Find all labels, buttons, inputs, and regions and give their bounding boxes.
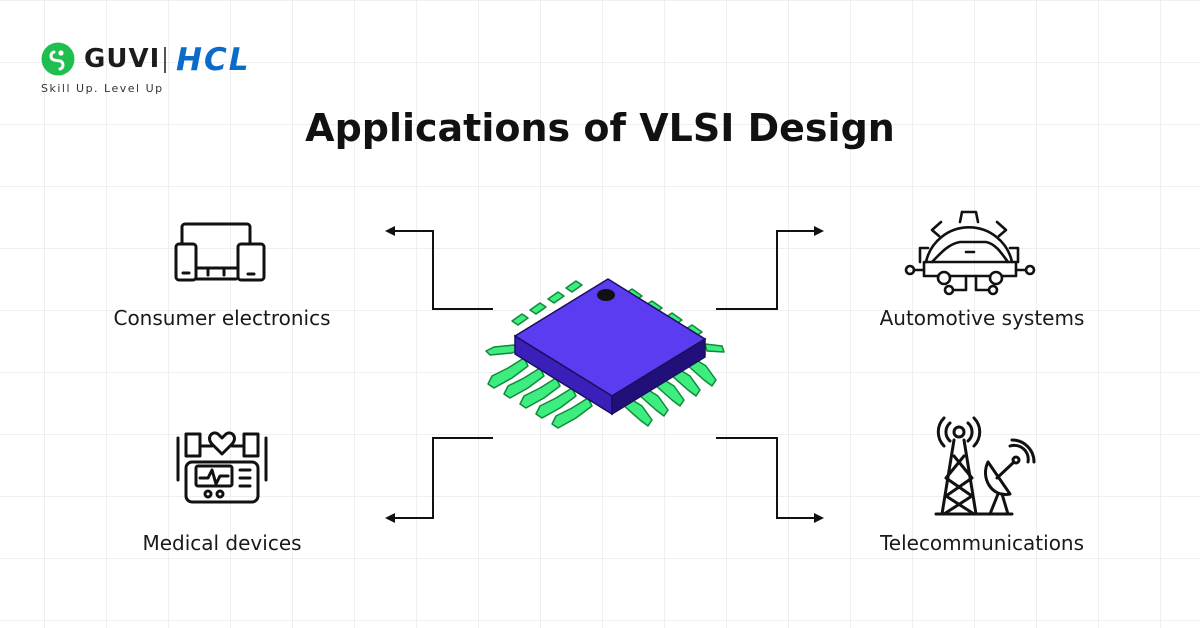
brand-logo: GUVI HCL Skill Up. Level Up [40, 40, 320, 96]
connector-automotive-systems [716, 226, 824, 310]
brand-name: GUVI [84, 44, 161, 74]
label-consumer-electronics: Consumer electronics [113, 306, 331, 330]
microchip-icon [485, 278, 725, 429]
guvi-logo-icon [41, 42, 75, 76]
label-telecommunications: Telecommunications [879, 531, 1085, 555]
connector-medical-devices [385, 437, 493, 523]
brand-tagline: Skill Up. Level Up [41, 82, 164, 95]
devices-icon [174, 222, 266, 282]
label-automotive-systems: Automotive systems [879, 306, 1085, 330]
medical-monitor-icon [176, 431, 268, 504]
page-title: Applications of VLSI Design [305, 106, 895, 150]
partner-name: HCL [176, 42, 251, 78]
antenna-tower-icon [934, 416, 1036, 516]
label-medical-devices: Medical devices [142, 531, 302, 555]
connector-telecommunications [716, 437, 824, 523]
gear-car-icon [904, 210, 1036, 296]
brand-divider [164, 47, 166, 73]
connector-consumer-electronics [385, 226, 493, 310]
